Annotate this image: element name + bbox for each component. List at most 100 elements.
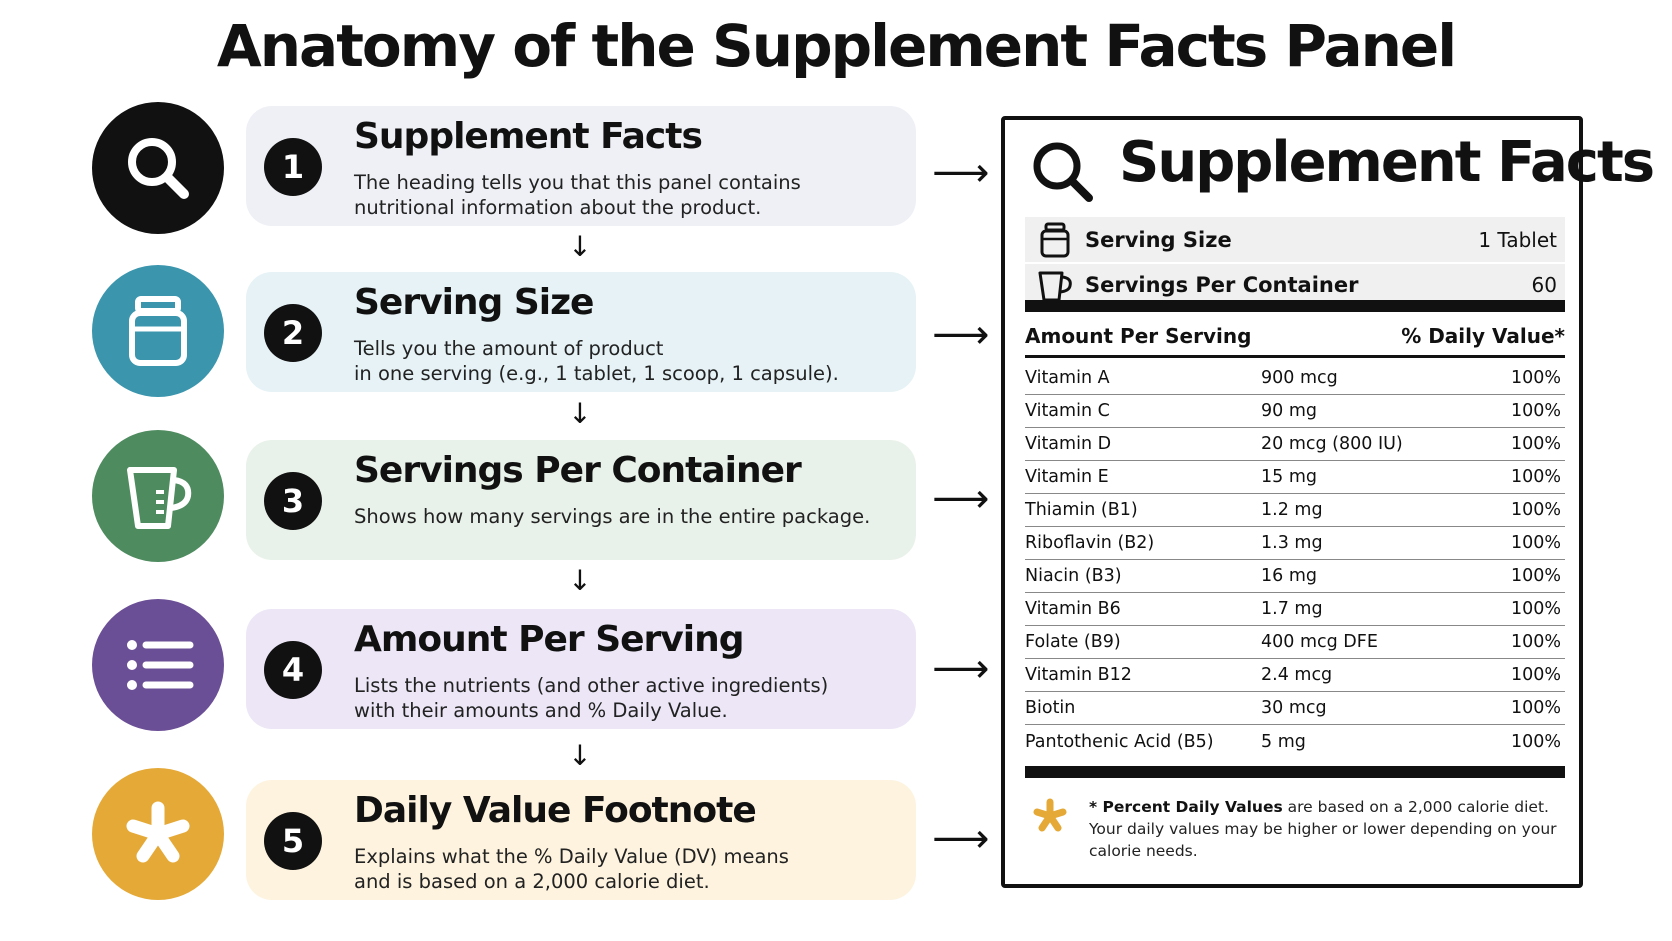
nutrient-amount: 90 mg [1261, 401, 1317, 421]
nutrient-daily-value: 100% [1510, 533, 1561, 553]
nutrient-name: Pantothenic Acid (B5) [1025, 731, 1214, 752]
nutrient-amount: 900 mcg [1261, 368, 1338, 388]
asterisk-icon [126, 801, 190, 863]
jar-icon [1040, 222, 1070, 257]
nutrient-amount: 15 mg [1261, 467, 1317, 487]
nutrient-amount: 2.4 mcg [1261, 665, 1333, 685]
step-2-description: Tells you the amount of product in one s… [354, 337, 839, 385]
nutrient-name: Folate (B9) [1025, 632, 1121, 652]
magnifier-icon [128, 138, 189, 199]
nutrient-row: Thiamin (B1) 1.2 mg 100% [1025, 494, 1565, 527]
down-arrow-2: ↓ [568, 397, 592, 430]
nutrient-amount: 1.3 mg [1261, 533, 1323, 553]
nutrient-daily-value: 100% [1510, 467, 1561, 487]
nutrient-daily-value: 100% [1510, 401, 1561, 421]
nutrient-name: Vitamin E [1025, 467, 1109, 487]
step-5-card: 5 Daily Value Footnote Explains what the… [246, 780, 916, 900]
serving-size-value: 1 Tablet [1478, 227, 1557, 252]
nutrient-daily-value: 100% [1510, 368, 1561, 388]
nutrient-row: Pantothenic Acid (B5) 5 mg 100% [1025, 725, 1565, 758]
nutrient-row: Vitamin B12 2.4 mcg 100% [1025, 659, 1565, 692]
right-arrow-3: ⟶ [932, 476, 990, 522]
nutrient-daily-value: 100% [1510, 731, 1561, 752]
down-arrow-4: ↓ [568, 739, 592, 772]
panel-title: Supplement Facts [1119, 130, 1655, 195]
nutrient-daily-value: 100% [1510, 698, 1561, 718]
nutrient-row: Niacin (B3) 16 mg 100% [1025, 560, 1565, 593]
footnote-text: are based on a 2,000 calorie diet. Your … [1089, 798, 1557, 860]
jar-icon [129, 296, 187, 366]
daily-value-footnote: * Percent Daily Values are based on a 2,… [1089, 796, 1559, 862]
nutrient-row: Vitamin B6 1.7 mg 100% [1025, 593, 1565, 626]
step-4-description: Lists the nutrients (and other active in… [354, 674, 829, 722]
step-2-title: Serving Size [354, 282, 594, 323]
step-3-icon-circle [92, 430, 224, 562]
nutrient-name: Vitamin B12 [1025, 665, 1132, 685]
nutrient-name: Thiamin (B1) [1025, 500, 1138, 520]
nutrient-daily-value: 100% [1510, 500, 1561, 520]
nutrient-row: Folate (B9) 400 mcg DFE 100% [1025, 626, 1565, 659]
nutrient-daily-value: 100% [1510, 434, 1561, 454]
servings-per-container-label: Servings Per Container [1085, 272, 1359, 297]
nutrient-daily-value: 100% [1510, 566, 1561, 586]
panel-divider-bottom [1025, 766, 1565, 778]
step-1-card: 1 Supplement Facts The heading tells you… [246, 106, 916, 226]
nutrient-daily-value: 100% [1510, 665, 1561, 685]
nutrient-name: Vitamin C [1025, 401, 1110, 421]
nutrient-row: Vitamin E 15 mg 100% [1025, 461, 1565, 494]
daily-value-label: % Daily Value* [1401, 323, 1565, 348]
amount-per-serving-label: Amount Per Serving [1025, 323, 1252, 348]
nutrient-row: Vitamin A 900 mcg 100% [1025, 362, 1565, 395]
step-5-description: Explains what the % Daily Value (DV) mea… [354, 845, 789, 893]
nutrient-name: Riboflavin (B2) [1025, 533, 1155, 553]
nutrient-name: Vitamin B6 [1025, 599, 1121, 619]
servings-per-container-value: 60 [1531, 272, 1557, 297]
down-arrow-3: ↓ [568, 564, 592, 597]
right-arrow-4: ⟶ [932, 646, 990, 692]
panel-divider-top [1025, 300, 1565, 312]
asterisk-icon [1033, 798, 1067, 832]
nutrient-amount: 30 mcg [1261, 698, 1327, 718]
nutrient-amount: 1.7 mg [1261, 599, 1323, 619]
step-3-card: 3 Servings Per Container Shows how many … [246, 440, 916, 560]
step-1-icon-circle [92, 102, 224, 234]
nutrient-amount: 5 mg [1261, 731, 1306, 752]
footnote-lead: * Percent Daily Values [1089, 798, 1283, 816]
step-1-description: The heading tells you that this panel co… [354, 171, 801, 219]
step-2-icon-circle [92, 265, 224, 397]
nutrient-amount: 20 mcg (800 IU) [1261, 434, 1403, 454]
step-1-number: 1 [264, 138, 322, 196]
supplement-facts-panel: Supplement Facts Serving Size 1 Tablet S… [1001, 116, 1655, 888]
nutrient-name: Vitamin D [1025, 434, 1112, 454]
down-arrow-1: ↓ [568, 230, 592, 263]
measuring-cup-icon [1038, 271, 1072, 301]
nutrient-daily-value: 100% [1510, 599, 1561, 619]
step-3-number: 3 [264, 472, 322, 530]
nutrient-amount: 1.2 mg [1261, 500, 1323, 520]
nutrient-amount: 400 mcg DFE [1261, 632, 1378, 652]
nutrient-amount: 16 mg [1261, 566, 1317, 586]
step-5-icon-circle [92, 768, 224, 900]
step-1-title: Supplement Facts [354, 116, 703, 157]
step-5-title: Daily Value Footnote [354, 790, 757, 831]
serving-size-label: Serving Size [1085, 227, 1232, 252]
measuring-cup-icon [127, 467, 192, 529]
step-3-description: Shows how many servings are in the entir… [354, 505, 871, 528]
right-arrow-1: ⟶ [932, 150, 990, 196]
nutrient-row: Riboflavin (B2) 1.3 mg 100% [1025, 527, 1565, 560]
step-4-icon-circle [92, 599, 224, 731]
nutrient-name: Niacin (B3) [1025, 566, 1122, 586]
amount-per-serving-header: Amount Per Serving % Daily Value* [1025, 316, 1565, 358]
step-5-number: 5 [264, 812, 322, 870]
right-arrow-5: ⟶ [932, 816, 990, 862]
nutrient-name: Vitamin A [1025, 368, 1110, 388]
page-title: Anatomy of the Supplement Facts Panel [216, 12, 1457, 80]
nutrient-daily-value: 100% [1510, 632, 1561, 652]
list-icon [127, 640, 194, 690]
magnifier-icon [1033, 142, 1093, 202]
step-2-number: 2 [264, 304, 322, 362]
nutrient-row: Vitamin D 20 mcg (800 IU) 100% [1025, 428, 1565, 461]
step-4-card: 4 Amount Per Serving Lists the nutrients… [246, 609, 916, 729]
